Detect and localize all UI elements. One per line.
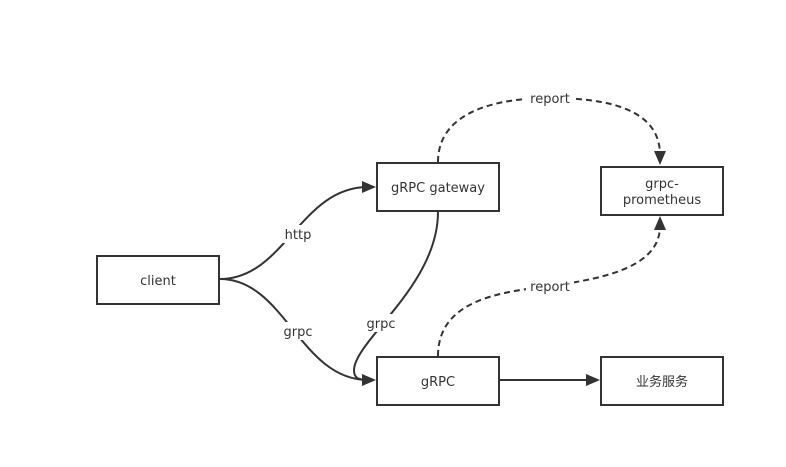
node-grpc-gateway-label: gRPC gateway	[391, 181, 485, 196]
arrowhead-gateway-to-prometheus	[654, 151, 666, 165]
edge-label-report-top: report	[530, 92, 570, 107]
node-grpc-prometheus-label-line1: grpc-	[645, 177, 679, 192]
edge-gateway-to-grpc	[352, 211, 439, 381]
arrowhead-client-to-gateway	[362, 181, 376, 193]
node-grpc-prometheus: grpc- prometheus	[600, 166, 724, 216]
arrowhead-grpc-to-business	[586, 374, 600, 386]
node-client-label: client	[140, 274, 176, 289]
edge-label-grpc-client: grpc	[284, 325, 313, 340]
node-grpc-prometheus-label-line2: prometheus	[623, 193, 702, 208]
edge-gateway-to-prometheus	[437, 96, 661, 163]
edge-grpc-to-prometheus	[437, 225, 661, 357]
edge-label-grpc-gateway: grpc	[367, 317, 396, 332]
node-grpc-gateway: gRPC gateway	[376, 162, 500, 212]
arrowhead-client-to-grpc	[362, 374, 376, 386]
node-business-service-label: 业务服务	[636, 374, 688, 390]
node-grpc: gRPC	[376, 356, 500, 406]
node-client: client	[96, 255, 220, 305]
arrowhead-grpc-to-prometheus	[654, 216, 666, 230]
node-grpc-label: gRPC	[421, 375, 455, 390]
edge-label-report-bottom: report	[530, 280, 570, 295]
edge-label-http: http	[285, 228, 312, 243]
node-business-service: 业务服务	[600, 356, 724, 406]
